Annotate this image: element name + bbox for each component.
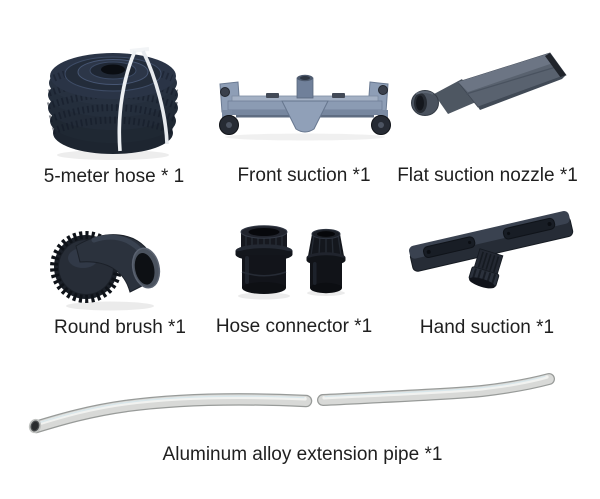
front-suction-image [219, 74, 391, 141]
hose-connector-item [230, 222, 360, 308]
extension-pipe-label: Aluminum alloy extension pipe *1 [162, 444, 443, 465]
flat-nozzle-image [411, 52, 567, 116]
hose-connector-label: Hose connector *1 [215, 316, 373, 337]
coiled-hose-image [46, 47, 180, 160]
front-suction-label: Front suction *1 [237, 165, 371, 186]
hand-suction-label: Hand suction *1 [419, 317, 555, 338]
flat-suction-nozzle-label: Flat suction nozzle *1 [397, 165, 578, 186]
round-brush-image [50, 231, 161, 311]
five-meter-hose-label: 5-meter hose * 1 [43, 166, 185, 187]
front-suction-item [212, 70, 398, 142]
hand-suction-item [402, 206, 582, 298]
extension-pipe-item [22, 370, 558, 442]
five-meter-hose-item [40, 34, 190, 162]
hose-connector-image [235, 225, 346, 300]
round-brush-item [50, 216, 172, 312]
flat-suction-nozzle-item [402, 46, 574, 124]
hand-suction-image [409, 211, 574, 289]
extension-pipe-image [28, 373, 555, 434]
round-brush-label: Round brush *1 [53, 317, 187, 338]
